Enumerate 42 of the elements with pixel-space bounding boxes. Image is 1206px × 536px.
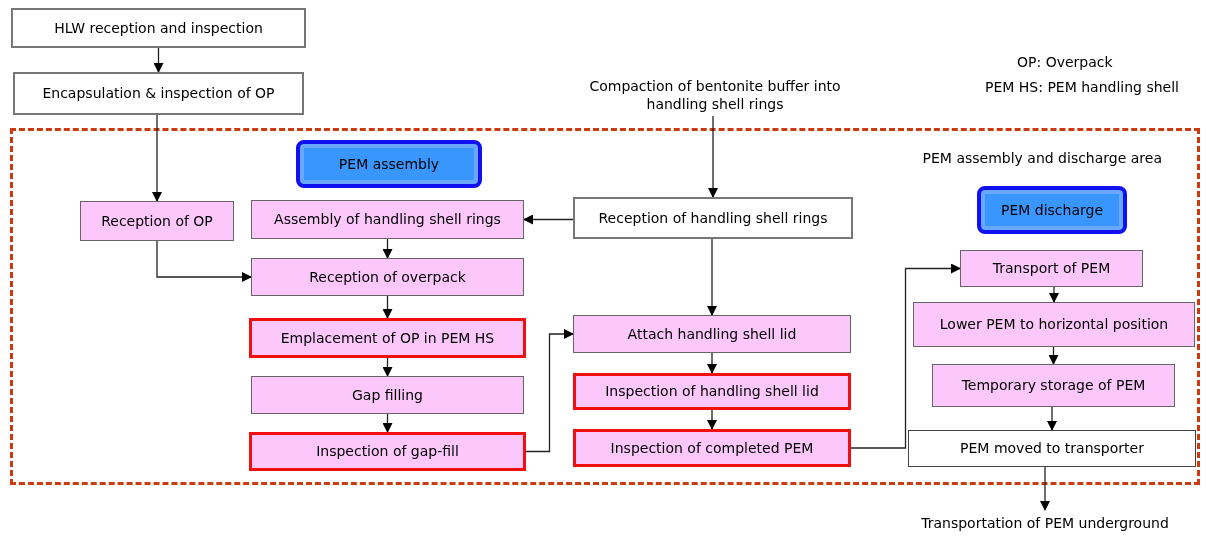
arrow [523,214,574,225]
arrow [1040,466,1050,511]
area-title: PEM assembly and discharge area [922,149,1162,168]
process-box: Reception of handling shell rings [573,197,853,239]
abbreviation-note: PEM HS: PEM handling shell [985,79,1179,95]
arrow [156,240,252,282]
section-header: PEM assembly [296,140,482,188]
arrow [152,114,162,202]
abbreviation-note: OP: Overpack [1017,54,1113,70]
process-box: Temporary storage of PEM [932,364,1175,407]
arrow [382,238,393,259]
inspection-box: Inspection of completed PEM [573,429,851,467]
inspection-box: Inspection of handling shell lid [573,373,851,410]
process-box: Attach handling shell lid [573,315,851,353]
dashed-area [10,128,1200,485]
arrow [707,352,717,374]
arrow [1047,406,1057,431]
section-header: PEM discharge [977,186,1127,234]
process-box: Gap filling [251,376,524,414]
arrow [707,238,717,316]
arrow [1048,346,1059,365]
arrow [707,409,717,430]
process-box: Reception of overpack [251,258,524,296]
process-box: Transport of PEM [960,250,1143,287]
arrow [525,329,574,453]
note-text: Compaction of bentonite buffer into handling shell rings [580,74,850,116]
arrow [382,413,393,433]
arrow [850,263,961,449]
arrow [708,115,718,198]
process-box: Assembly of handling shell rings [251,200,524,239]
process-box: HLW reception and inspection [11,8,306,48]
note-text: Transportation of PEM underground [900,510,1190,536]
process-box: PEM moved to transporter [908,430,1196,467]
inspection-box: Emplacement of OP in PEM HS [249,318,526,358]
arrow [153,47,164,73]
process-box: Lower PEM to horizontal position [913,302,1195,347]
arrow [382,295,393,319]
inspection-box: Inspection of gap-fill [249,432,526,471]
arrow [1049,286,1059,303]
process-box: Encapsulation & inspection of OP [13,72,304,115]
process-box: Reception of OP [80,201,234,241]
arrow [382,357,393,377]
